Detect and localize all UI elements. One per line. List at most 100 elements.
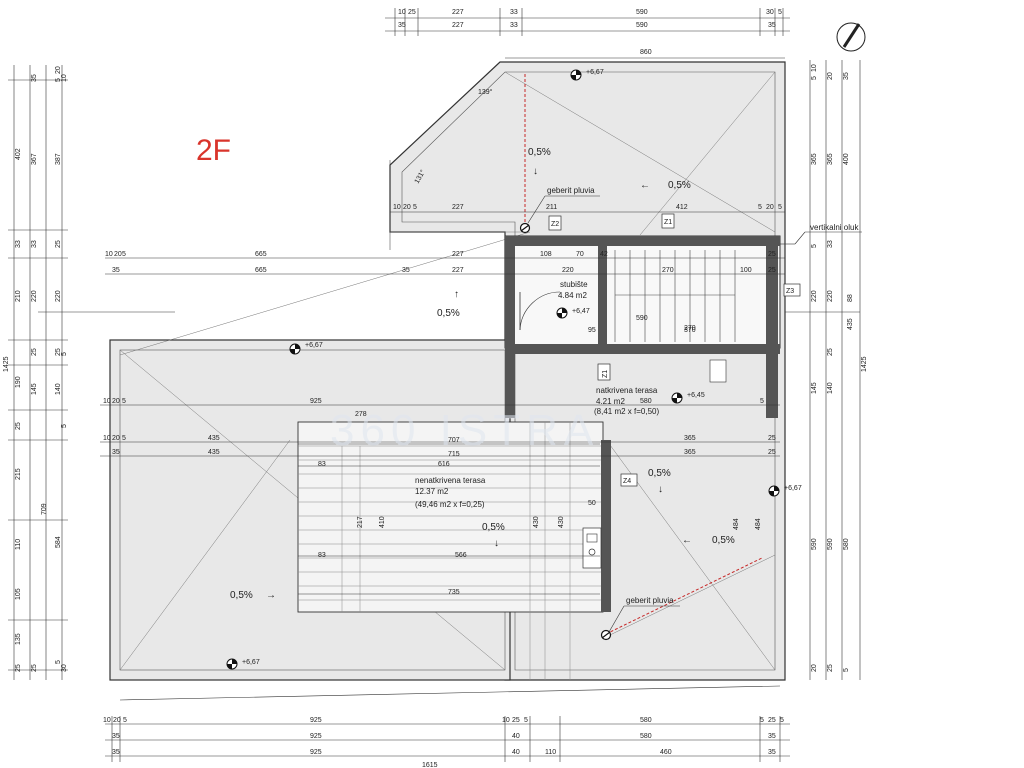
dim-text: 227 [452, 9, 464, 16]
elevation-marker-icon [671, 392, 683, 404]
dim-text: 590 [811, 538, 818, 550]
dim-text: 35 [31, 74, 38, 82]
dim-text: 735 [448, 589, 460, 596]
dim-text: 435 [208, 435, 220, 442]
dim-text: 590 [827, 538, 834, 550]
dim-text: 580 [843, 538, 850, 550]
dim-text: 5 [811, 76, 818, 80]
dim-text: 145 [811, 382, 818, 394]
dim-text: 227 [452, 204, 464, 211]
dim-text: 83 [318, 552, 326, 559]
slope-label: 0,5% [668, 180, 691, 191]
dim-text: 1425 [3, 356, 10, 372]
right-dimension-texts: 5 20 10 35 365 365 400 33 5 220 220 88 4… [811, 64, 868, 672]
dim-text: 278 [355, 411, 367, 418]
dim-text: 5 [524, 717, 528, 724]
angle-label: 139° [478, 88, 493, 96]
room-name: stubište [560, 280, 588, 289]
elevation-marker-icon [556, 307, 568, 319]
slope-label: 0,5% [437, 308, 460, 319]
elevation-label: +6,67 [586, 69, 604, 76]
elevation-label: +6,47 [572, 308, 590, 315]
slope-label: 0,5% [712, 535, 735, 546]
dim-text: 20 [403, 204, 411, 211]
dim-text: 95 [588, 327, 596, 334]
tag-z4: Z4 [620, 473, 638, 487]
dim-text: 580 [640, 733, 652, 740]
slope-arrow-icon: ← [640, 180, 650, 191]
dim-text: 10 [398, 9, 406, 16]
dim-text: 20 [113, 717, 121, 724]
drain-label: geberit pluvia [626, 596, 674, 605]
dim-text: 387 [55, 153, 62, 165]
watermark: 360 ISTRA [330, 406, 599, 455]
tag-text: Z1 [664, 219, 672, 226]
tag-text: Z1 [602, 370, 609, 378]
dim-text: 616 [438, 461, 450, 468]
dim-text: 367 [31, 153, 38, 165]
dim-text: 105 [15, 588, 22, 600]
dim-text: 484 [755, 518, 762, 530]
dim-text: 20 [112, 398, 120, 405]
dim-text: 5 [758, 204, 762, 211]
dim-text: 140 [55, 383, 62, 395]
dim-text: 35 [768, 749, 776, 756]
room-note: (8,41 m2 x f=0,50) [594, 407, 659, 416]
dim-text: 25 [768, 449, 776, 456]
dim-text: 190 [15, 376, 22, 388]
room-area: 12.37 m2 [415, 487, 449, 496]
dim-text: 25 [827, 348, 834, 356]
dim-text: 35 [768, 22, 776, 29]
slope-arrow-icon: ← [682, 535, 692, 546]
dim-text: 435 [208, 449, 220, 456]
dim-text: 25 [408, 9, 416, 16]
dim-text: 10 [103, 717, 111, 724]
dim-text: 715 [448, 451, 460, 458]
dim-text: 220 [55, 290, 62, 302]
dim-text: 25 [31, 664, 38, 672]
drain-icon [519, 222, 531, 234]
dim-text: 227 [452, 267, 464, 274]
dim-text: 402 [15, 148, 22, 160]
slope-label: 0,5% [528, 147, 551, 158]
interior-dimension-texts: 10 20 5 227 211 412 5 20 5 10 20 5 665 2… [103, 204, 782, 596]
dim-text: 25 [31, 348, 38, 356]
left-dimension-texts: 5 20 10 35 402 367 387 33 33 25 210 220 … [3, 66, 152, 672]
slope-label: 0,5% [648, 468, 671, 479]
room-name: natkrivena terasa [596, 386, 658, 395]
dim-text: 707 [448, 437, 460, 444]
top-dimension-lines [385, 17, 790, 59]
elevation-label: +6,67 [784, 485, 802, 492]
north-arrow-icon [836, 22, 866, 52]
dim-text: 35 [112, 733, 120, 740]
dim-text: 220 [562, 267, 574, 274]
dim-text: 270 [662, 267, 674, 274]
dim-text: 5 [122, 251, 126, 258]
dim-text: 10 [502, 717, 510, 724]
dim-text: 665 [255, 251, 267, 258]
dim-text: 30 [61, 664, 68, 672]
tag-z3: Z3 [783, 283, 801, 297]
room-name: nenatkrivena terasa [415, 476, 486, 485]
uncovered-terrace [297, 421, 611, 680]
dim-text: 35 [843, 72, 850, 80]
slope-arrow-icon: ↓ [533, 166, 538, 177]
dim-text: 35 [768, 733, 776, 740]
dim-text: 40 [512, 733, 520, 740]
elevation-marker-icon [226, 658, 238, 670]
elevation-label: +6,45 [687, 392, 705, 399]
dim-text: 590 [636, 315, 648, 322]
dim-text: 5 [55, 660, 62, 664]
dim-text: 1425 [861, 356, 868, 372]
room-note: (49,46 m2 x f=0,25) [415, 500, 485, 509]
dim-text: 25 [768, 251, 776, 258]
dim-text: 580 [640, 398, 652, 405]
dim-text: 5 [55, 78, 62, 82]
dim-text: 35 [398, 22, 406, 29]
dim-text: 925 [310, 733, 322, 740]
dim-text: 33 [31, 240, 38, 248]
dim-text: 20 [112, 435, 120, 442]
bottom-dimension-lines [105, 685, 790, 757]
slope-label: 0,5% [482, 522, 505, 533]
